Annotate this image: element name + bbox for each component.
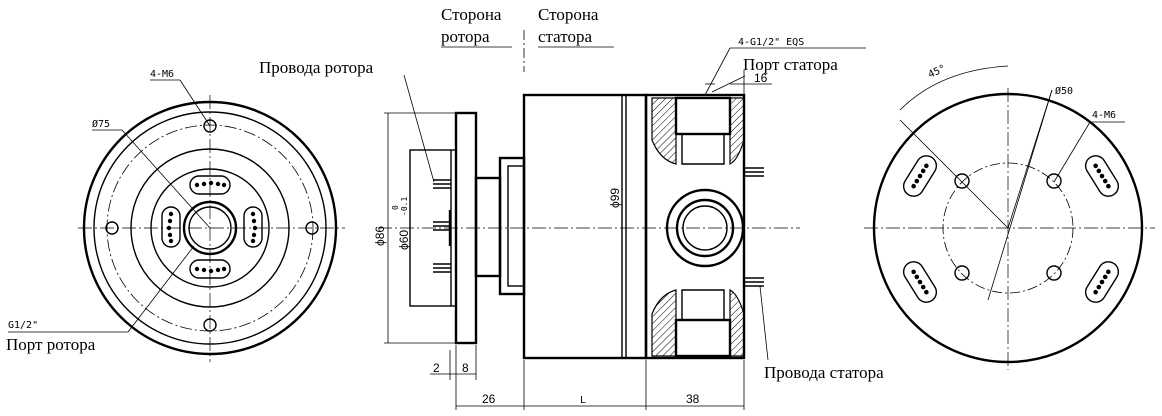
angle-label: 45° <box>927 63 948 81</box>
dim-8: 8 <box>462 361 469 375</box>
dim-60: ϕ60 <box>397 230 411 250</box>
dim-L: L <box>580 395 586 406</box>
dim-16: 16 <box>754 71 768 85</box>
right-end-view: 45° Ø50 4-M6 <box>864 63 1155 370</box>
stator-side-label-2: статора <box>538 27 592 46</box>
dim-38: 38 <box>686 392 700 406</box>
side-view: Сторона ротора Сторона статора <box>259 5 884 410</box>
dim-60-tol-up: 0 <box>391 205 400 210</box>
right-diameter-label: Ø50 <box>1055 85 1073 97</box>
left-end-view: 4-M6 Ø75 G1/2" Порт ротора <box>6 69 345 362</box>
left-holes-label: 4-M6 <box>150 69 174 80</box>
rotor-side-label-2: ротора <box>441 27 490 46</box>
rotor-side-label-1: Сторона <box>441 5 502 24</box>
stator-thread-label: 4-G1/2" EQS <box>738 37 804 48</box>
stator-port-label: Порт статора <box>743 55 838 74</box>
right-holes-label: 4-M6 <box>1092 110 1116 121</box>
dim-99: ϕ99 <box>608 188 622 208</box>
rotor-wires-label: Провода ротора <box>259 58 374 77</box>
rotor-port-label: Порт ротора <box>6 335 96 354</box>
dim-60-tol-low: -0.1 <box>400 197 409 216</box>
left-diameter-label: Ø75 <box>92 118 110 130</box>
dim-2: 2 <box>433 361 440 375</box>
left-thread-label: G1/2" <box>8 320 38 331</box>
dim-86: ϕ86 <box>373 226 387 246</box>
stator-wires-label: Провода статора <box>764 363 884 382</box>
dim-26: 26 <box>482 392 496 406</box>
stator-side-label-1: Сторона <box>538 5 599 24</box>
